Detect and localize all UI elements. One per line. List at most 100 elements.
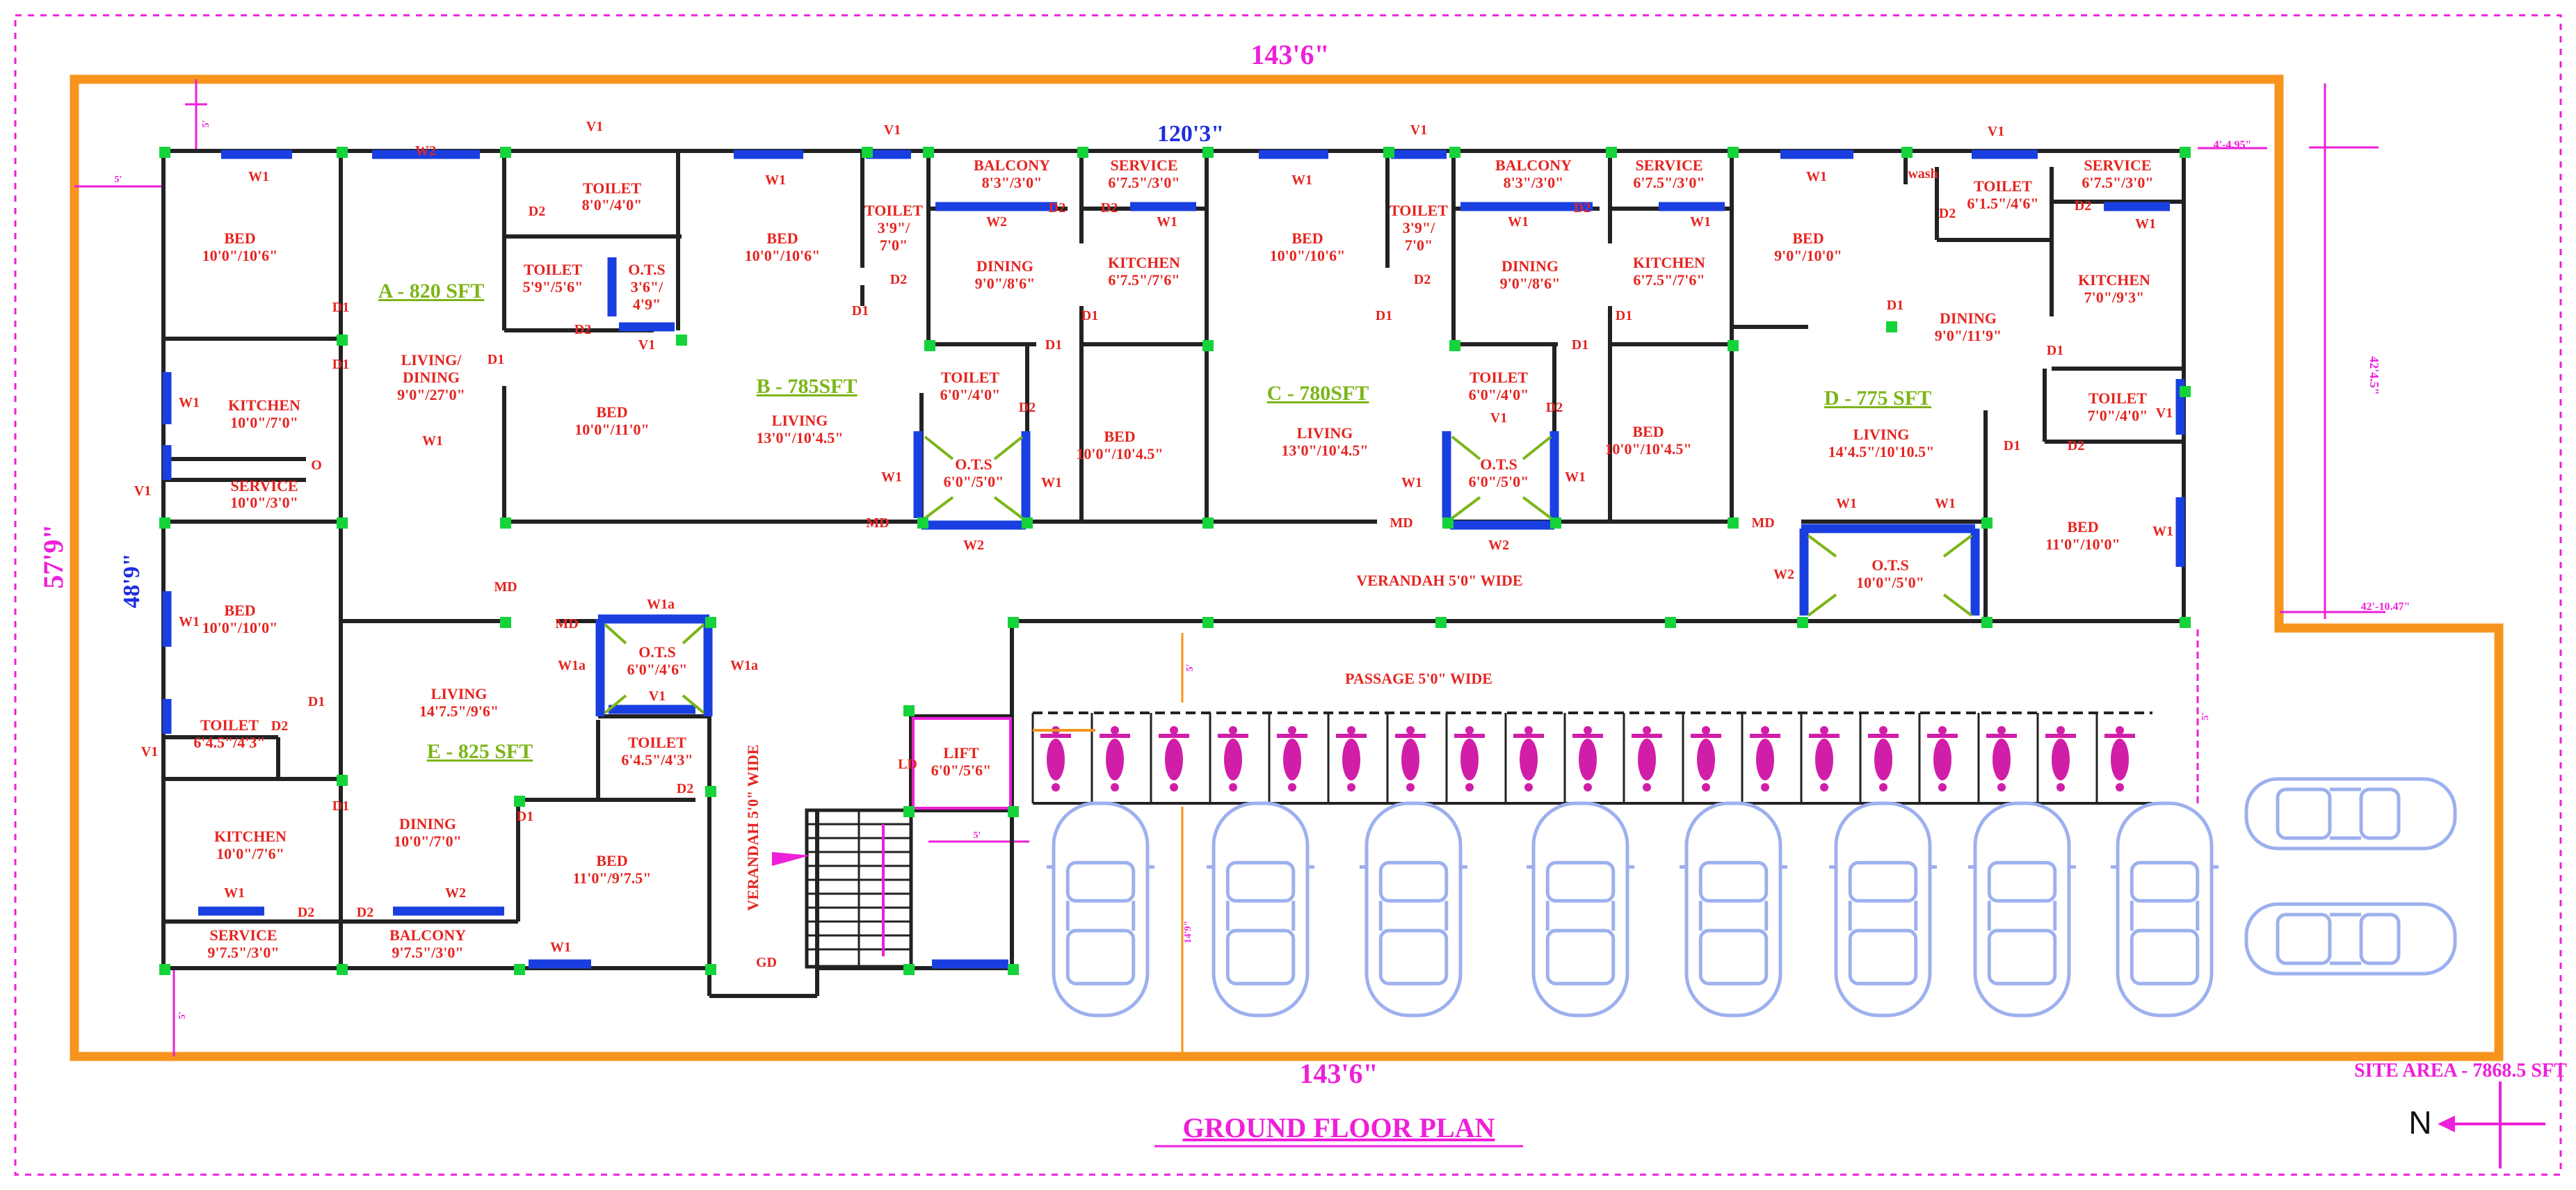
room-size: 10'0"/5'0": [1856, 574, 1924, 591]
room-size: 6'7.5"/3'0": [1108, 174, 1180, 191]
unit-labels: A - 820 SFT B - 785SFT C - 780SFT D - 77…: [378, 280, 1931, 763]
tag: D2: [2075, 198, 2091, 214]
room-name: O.T.S: [1480, 456, 1517, 473]
tag: D1: [332, 798, 349, 814]
tag: D2: [1546, 400, 1563, 415]
room-size: 10'0"/10'6": [745, 247, 821, 264]
passage-label: PASSAGE 5'0" WIDE: [1345, 670, 1492, 687]
tag: V1: [1410, 122, 1427, 138]
parking-bays: [1031, 711, 2152, 805]
room-size: 3'9"/: [878, 219, 910, 236]
tag: W1: [1291, 172, 1312, 188]
parked-cars: [1047, 777, 2457, 1018]
two-wheeler-icon: [1454, 726, 1485, 791]
room-name: SERVICE: [209, 926, 277, 944]
room-name: BED: [224, 602, 255, 619]
room-size: 6'4.5"/4'3": [193, 734, 265, 751]
site-area-label: SITE AREA - 7868.5 SFT: [2354, 1060, 2567, 1082]
room-size: 9'0"/8'6": [975, 275, 1036, 292]
dimension-right-setback-label: 42'4.5": [2367, 356, 2381, 395]
two-wheeler-icon: [1927, 726, 1958, 791]
room-size: 7'0"/9'3": [2084, 289, 2145, 306]
room-size: 10'0"/10'4.5": [1076, 445, 1163, 463]
room-name: TOILET: [1974, 177, 2032, 195]
lift: [912, 717, 1012, 810]
verandah-side-label: VERANDAH 5'0" WIDE: [744, 744, 762, 910]
room-name: DINING: [1940, 309, 1997, 327]
room-name: BALCONY: [389, 926, 466, 944]
car-icon: [1360, 801, 1467, 1018]
tag: W1: [1157, 214, 1177, 230]
room-size: 6'1.5"/4'6": [1967, 195, 2038, 212]
room-name: DINING: [1502, 257, 1559, 275]
car-icon: [2111, 801, 2219, 1018]
tag: D2: [1049, 200, 1065, 216]
tag: D2: [1101, 200, 1118, 216]
room-name: LIVING: [1853, 426, 1910, 443]
tag: D1: [517, 809, 533, 824]
plot-boundary: [70, 74, 2504, 1061]
room-name: BED: [1792, 230, 1824, 247]
tag: D2: [1019, 400, 1036, 415]
room-size: 10'0"/10'6": [1270, 247, 1346, 264]
room-name: LIFT: [943, 744, 979, 762]
room-size: 13'0"/10'4.5": [756, 429, 843, 447]
dimension-right-small-b: 42'-10.47": [2361, 601, 2410, 613]
tag: D1: [308, 694, 325, 709]
tag: W1: [1935, 496, 1956, 511]
dimension-parking-depth: 14'9": [1183, 921, 1193, 944]
room-size: 6'7.5"/7'6": [1108, 271, 1180, 289]
room-name: KITCHEN: [1108, 254, 1180, 271]
room-size: 10'0"/3'0": [230, 494, 298, 511]
tag: W1: [1041, 475, 1062, 490]
room-size: 11'0"/9'7.5": [572, 869, 651, 887]
room-size: 10'0"/7'6": [216, 845, 284, 862]
dimension-right: 42'4.5" 4'-4.95" 42'-10.47": [2198, 83, 2410, 619]
tag: W1: [224, 885, 245, 901]
room-name: BED: [766, 230, 798, 247]
tag: W1: [179, 395, 200, 410]
room-name: BED: [596, 403, 627, 421]
tag: W1: [765, 172, 786, 188]
drawing-frame: [14, 14, 2562, 1176]
dimension-left-outer-label: 57'9": [38, 524, 69, 588]
tag: D1: [2004, 438, 2020, 453]
tag: W2: [445, 885, 466, 901]
two-wheeler-icon: [1632, 726, 1662, 791]
two-wheeler-icon: [1395, 726, 1426, 791]
tag: O: [311, 458, 322, 473]
dimension-stair-gap: 5': [974, 830, 981, 841]
room-name: TOILET: [1470, 369, 1528, 386]
room-name: BED: [1104, 428, 1135, 445]
tag: W1: [179, 614, 200, 629]
room-size: 4'9": [633, 296, 661, 313]
room-size: 9'0"/11'9": [1935, 327, 2002, 344]
room-size: 6'7.5"/3'0": [2082, 174, 2153, 191]
car-icon: [2244, 902, 2457, 976]
room-size: 6'0"/5'0": [1469, 473, 1529, 490]
tag: D1: [2047, 343, 2063, 358]
room-name: SERVICE: [230, 477, 298, 495]
room-size: 14'4.5"/10'10.5": [1828, 443, 1935, 460]
tag: W1: [1836, 496, 1857, 511]
room-name: BED: [1632, 423, 1664, 440]
car-icon: [1207, 801, 1314, 1018]
room-size: 13'0"/10'4.5": [1281, 442, 1368, 459]
room-size: 14'7.5"/9'6": [419, 702, 499, 720]
room-size: 6'0"/5'6": [931, 762, 992, 779]
room-size: 6'0"/4'0": [1469, 386, 1529, 403]
verandah-label: VERANDAH 5'0" WIDE: [1356, 572, 1522, 589]
room-name: TOILET: [524, 261, 582, 278]
room-size: 6'7.5"/7'6": [1633, 271, 1705, 289]
columns: [159, 147, 2191, 975]
tag: D1: [1081, 308, 1098, 323]
dimension-right-gap: 5': [2200, 713, 2211, 721]
car-icon: [1047, 801, 1154, 1018]
tag: D2: [890, 272, 907, 287]
room-name: TOILET: [1390, 202, 1448, 219]
dimension-top-gap: 5': [201, 120, 211, 128]
two-wheeler-icon: [1100, 726, 1130, 791]
two-wheeler-icon: [1218, 726, 1248, 791]
tag: W1: [2135, 216, 2156, 232]
tag: V1: [1490, 410, 1507, 426]
